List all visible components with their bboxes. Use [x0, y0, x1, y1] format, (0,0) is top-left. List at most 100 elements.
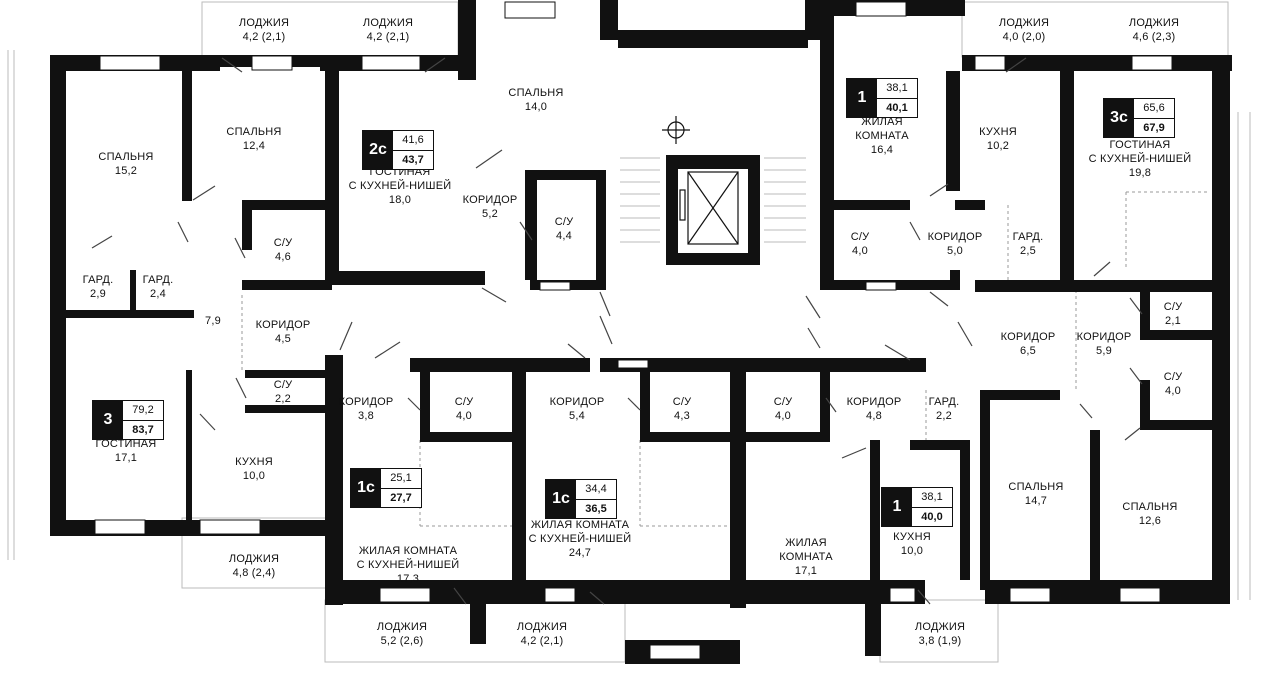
- room-area: 6,5: [1020, 345, 1036, 357]
- apartment-type: 1с: [546, 480, 576, 518]
- room-name: ГОСТИНАЯ: [1109, 139, 1171, 151]
- room-name: КОРИДОР: [1000, 331, 1056, 343]
- room-name: КУХНЯ: [893, 531, 931, 543]
- room-label-corridor-1c-a: КОРИДОР 3,8: [339, 395, 394, 423]
- room-area: 3,8: [358, 410, 374, 422]
- room-name: КОМНАТА: [855, 130, 909, 142]
- room-name: КОМНАТА: [779, 551, 833, 563]
- room-name: КОРИДОР: [255, 319, 311, 331]
- room-area: 2,9: [90, 288, 106, 300]
- room-name: ГАРД.: [142, 274, 174, 286]
- room-area: 10,0: [900, 545, 924, 557]
- room-area: 4,0: [852, 245, 868, 257]
- room-name: С/У: [850, 231, 870, 243]
- room-area: 2,2: [936, 410, 952, 422]
- room-name: КУХНЯ: [235, 456, 273, 468]
- room-label-corridor-3c-a: КОРИДОР 6,5: [1001, 330, 1056, 358]
- room-label-loggia-g: ЛОДЖИЯ 4,2 (2,1): [517, 620, 567, 648]
- apartment-living-area: 41,6: [393, 131, 433, 151]
- room-area: 17,1: [114, 452, 138, 464]
- apartment-type: 2с: [363, 131, 393, 169]
- room-name: С/У: [1163, 371, 1183, 383]
- room-name: ЛОДЖИЯ: [228, 553, 280, 565]
- room-area: 2,4: [150, 288, 166, 300]
- apartment-living-area: 25,1: [381, 469, 421, 489]
- room-area: 4,0: [775, 410, 791, 422]
- room-name: КОРИДОР: [338, 396, 394, 408]
- room-area: 5,9: [1096, 345, 1112, 357]
- room-area: 5,2 (2,6): [380, 635, 424, 647]
- room-name: СПАЛЬНЯ: [226, 126, 282, 138]
- room-area: 2,1: [1165, 315, 1181, 327]
- room-name: С КУХНЕЙ-НИШЕЙ: [528, 533, 632, 545]
- room-area: 14,7: [1024, 495, 1048, 507]
- room-name: ЖИЛАЯ: [861, 116, 903, 128]
- apartment-total-area: 36,5: [585, 502, 607, 515]
- room-name: С/У: [273, 379, 293, 391]
- room-name: ЖИЛАЯ: [785, 537, 827, 549]
- room-area: 24,7: [568, 547, 592, 559]
- room-name: ЖИЛАЯ КОМНАТА: [358, 545, 458, 557]
- room-label-bath-3c-a: С/У 2,1: [1164, 300, 1183, 328]
- room-name: С КУХНЕЙ-НИШЕЙ: [356, 559, 460, 571]
- room-label-ward-b: ГАРД. 2,4: [143, 273, 174, 301]
- room-name: СПАЛЬНЯ: [1122, 501, 1178, 513]
- apartment-type: 3с: [1104, 99, 1134, 137]
- room-area: 4,0: [1165, 385, 1181, 397]
- room-label-hall-3: 7,9: [205, 314, 221, 328]
- room-area: 4,4: [556, 230, 572, 242]
- apartment-living-area: 38,1: [877, 79, 917, 99]
- room-name: СПАЛЬНЯ: [98, 151, 154, 163]
- room-area: 10,2: [986, 140, 1010, 152]
- room-name: С/У: [554, 216, 574, 228]
- room-area: 4,2 (2,1): [520, 635, 564, 647]
- apartment-living-area: 34,4: [576, 480, 616, 500]
- room-name: ГАРД.: [82, 274, 114, 286]
- room-area: 18,0: [388, 194, 412, 206]
- room-name: С/У: [1163, 301, 1183, 313]
- room-name: ЛОДЖИЯ: [376, 621, 428, 633]
- room-area: 5,4: [569, 410, 585, 422]
- room-label-bath-3c-b: С/У 4,0: [1164, 370, 1183, 398]
- room-name: ЛОДЖИЯ: [362, 17, 414, 29]
- room-area: 7,9: [205, 315, 221, 327]
- room-area: 3,8 (1,9): [918, 635, 962, 647]
- room-name: СПАЛЬНЯ: [1008, 481, 1064, 493]
- room-name: КОРИДОР: [462, 194, 518, 206]
- apartment-type: 3: [93, 401, 123, 439]
- room-label-bath-1a: С/У 4,0: [851, 230, 870, 258]
- room-name: ЛОДЖИЯ: [516, 621, 568, 633]
- room-name: С/У: [273, 237, 293, 249]
- apartment-total-area: 43,7: [402, 153, 424, 166]
- room-label-bedroom-d: СПАЛЬНЯ 14,7: [1008, 480, 1063, 508]
- apartment-type: 1: [847, 79, 877, 117]
- room-label-ward-a: ГАРД. 2,9: [83, 273, 114, 301]
- room-area: 16,4: [870, 144, 894, 156]
- room-area: 5,0: [947, 245, 963, 257]
- room-name: С/У: [672, 396, 692, 408]
- room-name: С КУХНЕЙ-НИШЕЙ: [1088, 153, 1192, 165]
- room-area: 14,0: [524, 101, 548, 113]
